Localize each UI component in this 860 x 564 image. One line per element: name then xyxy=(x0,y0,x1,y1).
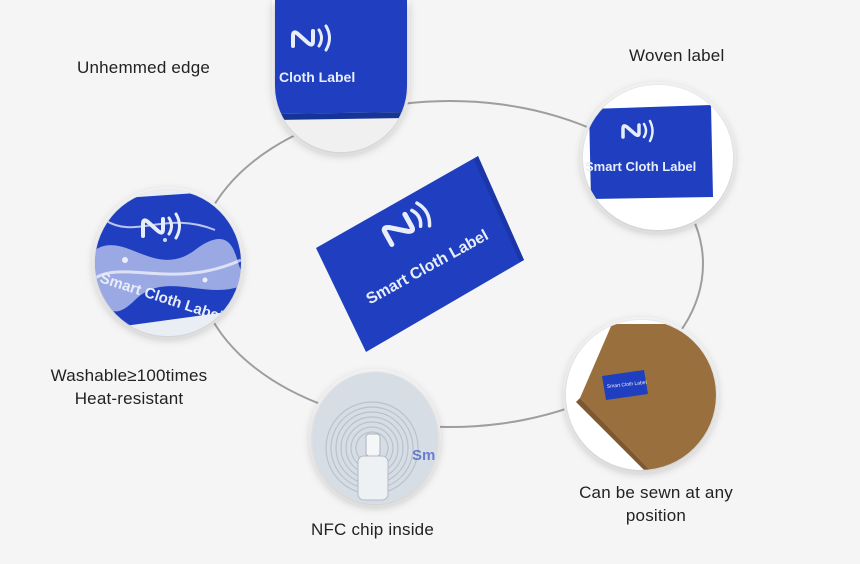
chip-label-text: Sm xyxy=(412,447,435,464)
woven-label-text: Smart Cloth Label xyxy=(585,159,696,174)
nfc-wave-icon xyxy=(381,201,432,247)
nfc-wave-icon xyxy=(621,119,654,143)
caption-sewn: Can be sewn at any position xyxy=(548,481,764,527)
nfc-chip xyxy=(365,433,381,457)
sewn-small-label xyxy=(602,370,648,400)
circle-washable: Smart Cloth Label xyxy=(95,190,241,336)
caption-washable-line1: Washable≥100times xyxy=(50,366,208,385)
circle-nfc-chip: Sm xyxy=(312,372,438,504)
sewn-label-text: Smart Cloth Label xyxy=(607,380,647,390)
caption-woven-label: Woven label xyxy=(629,46,725,65)
circle-sewn: Smart Cloth Label xyxy=(566,320,716,470)
caption-sewn-line2: position xyxy=(625,506,687,525)
caption-nfc-chip: NFC chip inside xyxy=(311,520,434,539)
circle-unhemmed-edge: Cloth Label xyxy=(275,0,407,152)
central-smart-cloth-label: Smart Cloth Label xyxy=(316,156,524,352)
circle-woven-label: Smart Cloth Label xyxy=(583,85,733,230)
nfc-wave-icon xyxy=(291,24,331,52)
caption-washable-line2: Heat-resistant xyxy=(74,389,184,408)
caption-unhemmed-edge: Unhemmed edge xyxy=(77,58,211,77)
unhemmed-label-text: Cloth Label xyxy=(279,69,355,85)
nfc-chip-bridge xyxy=(357,455,389,501)
nfc-wave-icon xyxy=(141,212,181,240)
caption-washable: Washable≥100times Heat-resistant xyxy=(36,364,222,410)
caption-sewn-line1: Can be sewn at any xyxy=(579,483,733,502)
